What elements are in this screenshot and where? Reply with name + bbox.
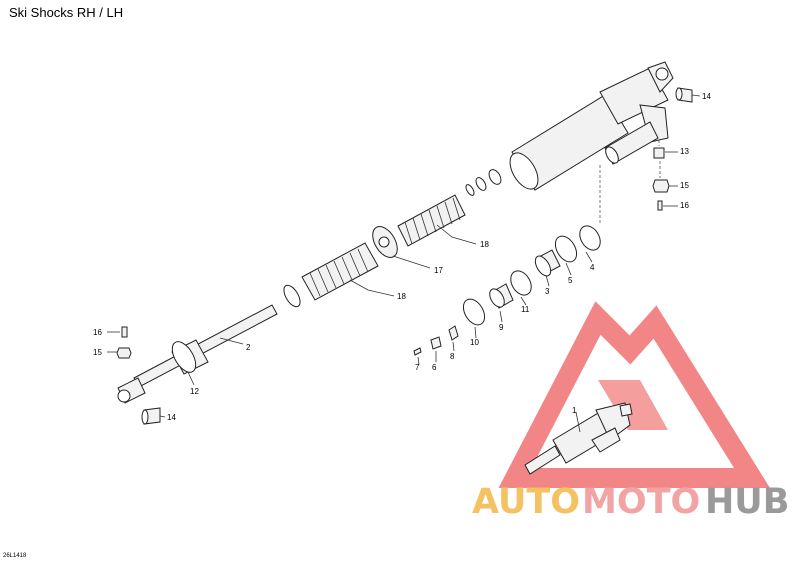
callout-1: 1	[572, 406, 577, 415]
bushing-lower	[141, 407, 161, 425]
reservoir-components	[462, 225, 601, 339]
watermark-triangle-inner	[598, 380, 668, 430]
shock-body-assembly	[509, 61, 674, 225]
piston	[372, 226, 431, 269]
watermark-logo	[498, 301, 770, 488]
callout-labels: 14 13 15 16 18 17 18 4 5 3 11 9 10 8 6 7…	[93, 92, 711, 422]
small-parts	[413, 325, 459, 366]
shaft	[117, 304, 278, 404]
callout-16-right: 16	[680, 201, 689, 210]
callout-15-left: 15	[93, 348, 102, 357]
callout-5: 5	[568, 276, 573, 285]
watermark-text: AUTO MOTO HUB	[472, 482, 789, 522]
watermark-hub: HUB	[705, 482, 789, 522]
callout-2: 2	[246, 343, 251, 352]
page-title: Ski Shocks RH / LH	[9, 5, 124, 20]
callout-14-lower: 14	[167, 413, 176, 422]
callout-11: 11	[521, 305, 530, 314]
callout-3: 3	[545, 287, 550, 296]
complete-shock	[524, 402, 633, 475]
callout-10: 10	[470, 338, 479, 347]
callout-18-upper: 18	[480, 240, 489, 249]
callout-14-upper: 14	[702, 92, 711, 101]
watermark-triangle-outer	[498, 301, 770, 488]
spring-stack-lower	[301, 242, 395, 301]
washer-stack-top	[465, 169, 502, 196]
callout-12: 12	[190, 387, 199, 396]
callout-15-right: 15	[680, 181, 689, 190]
hardware-left	[107, 326, 132, 359]
spring-stack-upper	[397, 194, 477, 247]
rod-washer	[283, 284, 301, 308]
callout-7: 7	[415, 363, 420, 372]
callout-4: 4	[590, 263, 595, 272]
callout-13: 13	[680, 147, 689, 156]
leader-lines	[159, 94, 701, 418]
callout-17: 17	[434, 266, 443, 275]
callout-6: 6	[432, 363, 437, 372]
bushing-upper	[675, 87, 693, 103]
drawing-code: 26L1418	[3, 553, 27, 559]
callout-9: 9	[499, 323, 504, 332]
hardware-right	[652, 140, 670, 211]
seal-cap	[171, 339, 209, 386]
callout-16-left: 16	[93, 328, 102, 337]
watermark-moto: MOTO	[582, 482, 700, 522]
callout-8: 8	[450, 352, 455, 361]
watermark-auto: AUTO	[472, 482, 580, 522]
callout-18-lower: 18	[397, 292, 406, 301]
